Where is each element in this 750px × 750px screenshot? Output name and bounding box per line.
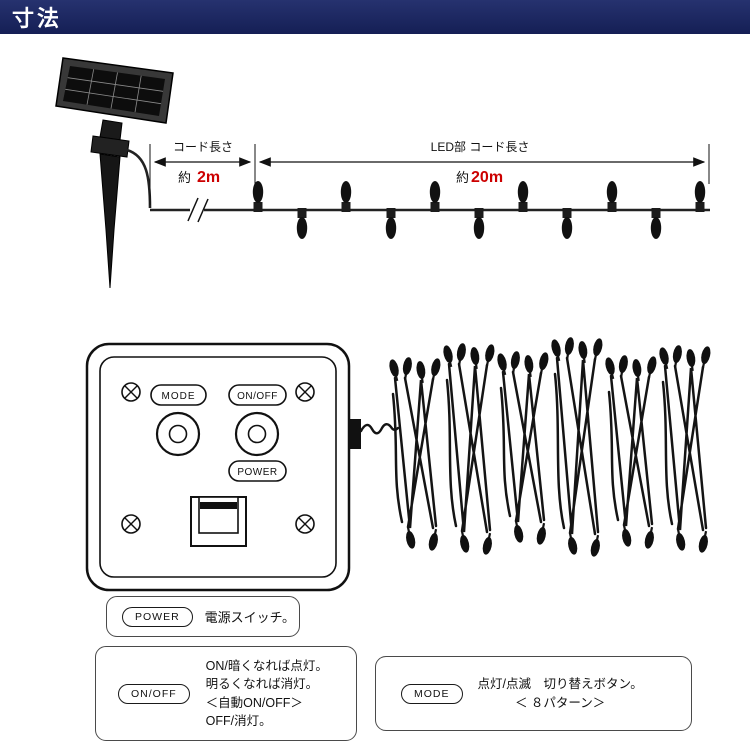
led-bundle-wire — [661, 364, 708, 532]
led-bundle-wire — [445, 362, 492, 534]
led-bundle-bulb — [618, 523, 634, 549]
led-bulb — [473, 208, 485, 239]
dimension-extension-lines — [149, 144, 710, 205]
cord1-label: コード長さ — [173, 140, 233, 154]
page-title: 寸法 — [12, 6, 63, 32]
led-bundle-bulb — [615, 353, 631, 379]
onoff-description: ON/暗くなれば点灯。 明るくなれば消灯。 ＜自動ON/OFF＞ OFF/消灯。 — [206, 657, 328, 731]
led-bundle-bulb — [642, 525, 658, 551]
cord1-value: 2m — [197, 169, 220, 186]
solar-panel — [55, 57, 174, 289]
led-bundle-bulb — [697, 344, 714, 370]
led-bundle-wire — [391, 376, 438, 530]
cord1-approx: 約 — [178, 170, 191, 185]
led-bulb — [429, 181, 441, 212]
led-bundle-bulb — [426, 527, 442, 553]
onoff-line-4: OFF/消灯。 — [205, 714, 272, 728]
led-bundle-bulb — [402, 525, 418, 551]
screw-icon — [121, 514, 141, 534]
bundle-lead-wire — [359, 423, 400, 435]
led-bundle-bulb — [510, 519, 526, 545]
cord2-label: LED部 コード長さ — [431, 139, 530, 154]
header-bar: 寸法 — [0, 0, 750, 34]
control-box-diagram: MODE ON/OFF POWER — [85, 335, 714, 592]
mode-button-label: MODE — [150, 384, 207, 406]
led-bundle-bulb — [399, 355, 415, 381]
legend-power: POWER 電源スイッチ。 — [106, 596, 300, 637]
cord-outlet — [348, 419, 361, 449]
led-bulb — [606, 181, 618, 212]
led-bulb — [517, 181, 529, 212]
led-bundle-bulb — [643, 354, 660, 380]
power-label-text: POWER — [237, 467, 277, 478]
solar-panel-grid — [65, 69, 164, 113]
led-bulb — [385, 208, 397, 239]
led-bundle-bulb — [672, 527, 688, 553]
onoff-button-label: ON/OFF — [228, 384, 287, 406]
led-bundle-bulb — [561, 335, 577, 361]
mode-description: 点灯/点滅 切り替えボタン。 ＜ ８パターン＞ — [478, 675, 643, 712]
led-bundle-wire — [553, 356, 600, 536]
led-bundle-bulb — [564, 531, 580, 557]
led-bulb — [296, 208, 308, 239]
screw-icon — [121, 382, 141, 402]
power-button-label: POWER — [228, 460, 287, 482]
onoff-label-text: ON/OFF — [237, 391, 278, 402]
led-bundle-bulb — [456, 529, 472, 555]
led-bundle-bulb — [535, 350, 552, 376]
mode-label-text: MODE — [162, 391, 196, 402]
onoff-pill: ON/OFF — [118, 683, 190, 704]
screw-icon — [295, 514, 315, 534]
led-bundle-bulb — [427, 356, 444, 382]
legend-mode: MODE 点灯/点滅 切り替えボタン。 ＜ ８パターン＞ — [375, 656, 692, 731]
led-bundle — [386, 335, 714, 559]
ground-stake — [99, 153, 121, 289]
led-bulb — [561, 208, 573, 239]
legend-onoff: ON/OFF ON/暗くなれば点灯。 明るくなれば消灯。 ＜自動ON/OFF＞ … — [95, 646, 357, 741]
led-bundle-bulb — [589, 336, 606, 362]
led-bundle-bulb — [481, 342, 498, 368]
led-bundle-bulb — [480, 531, 496, 557]
control-box: MODE ON/OFF POWER — [85, 342, 361, 592]
mode-button — [155, 411, 201, 457]
cord2-value: 20m — [471, 169, 503, 186]
led-bundle-wire — [607, 374, 654, 528]
onoff-line-3: ＜自動ON/OFF＞ — [205, 695, 303, 710]
led-bulb — [252, 181, 264, 212]
screw-icon — [295, 382, 315, 402]
power-pill: POWER — [122, 606, 193, 627]
belt-clip — [190, 496, 247, 547]
mode-line-1: 点灯/点滅 切り替えボタン。 — [477, 677, 643, 691]
cord2-approx: 約 — [456, 170, 469, 185]
cord1-length: 約 2m — [178, 169, 220, 186]
led-bundle-bulb — [534, 521, 550, 547]
led-bundle-bulb — [696, 529, 712, 555]
led-bulb — [650, 208, 662, 239]
mode-pill: MODE — [401, 683, 463, 704]
onoff-line-2: 明るくなれば消灯。 — [205, 677, 319, 691]
onoff-button — [234, 411, 280, 457]
led-bundle-wire — [499, 370, 546, 524]
cord-break-mark — [187, 197, 209, 223]
mode-line-2: ＜ ８パターン＞ — [514, 695, 606, 710]
led-bundle-bulb — [669, 343, 685, 369]
onoff-line-1: ON/暗くなれば点灯。 — [205, 658, 328, 673]
power-description: 電源スイッチ。 — [204, 610, 296, 625]
led-bulb — [340, 181, 352, 212]
led-bundle-bulb — [453, 341, 469, 367]
led-bundle-bulb — [507, 349, 523, 375]
led-bundle-bulb — [588, 533, 604, 559]
led-bulb — [694, 181, 706, 212]
